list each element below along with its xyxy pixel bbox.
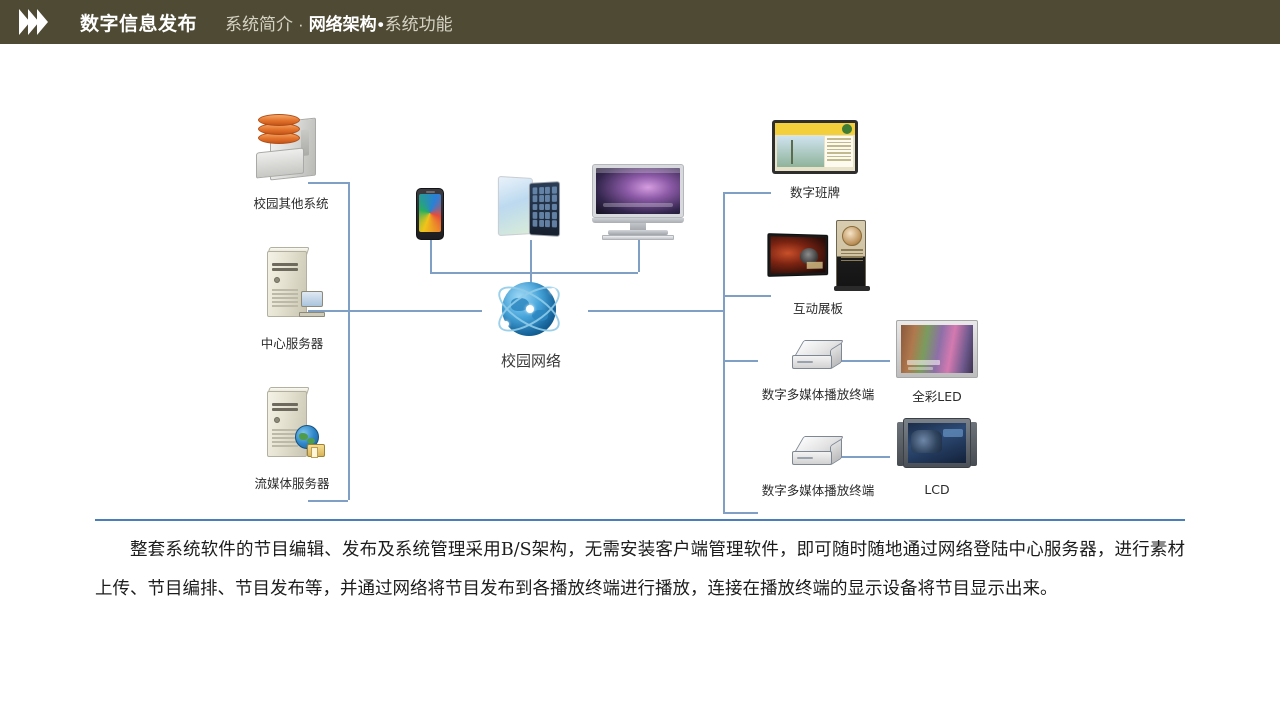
media-player-box-icon [792,436,844,474]
horizontal-divider [95,519,1185,521]
connector-terminal-3 [723,360,758,362]
interactive-display-board-icon [767,220,870,292]
led-panel-icon [896,320,978,378]
connector-center-to-right [588,310,723,312]
terminal-label-interactive-board: 互动展板 [792,301,843,316]
body-paragraph: 整套系统软件的节目编辑、发布及系统管理采用B/S架构，无需安装客户端管理软件，即… [95,540,1185,599]
source-label-central-server: 中心服务器 [260,336,324,351]
source-node-streaming-server[interactable]: 流媒体服务器 [236,387,348,492]
tower-server-globe-icon [259,387,325,463]
connector-source-2 [308,310,348,312]
source-label-campus-systems: 校园其他系统 [253,196,329,211]
globe-network-icon [491,272,567,346]
smartphone-icon [416,188,444,240]
nav-item-architecture[interactable]: 网络架构 [308,14,377,34]
display-node-led[interactable]: 全彩LED [896,320,978,405]
center-label-campus-network: 校园网络 [500,353,561,370]
connector-client-bus [430,272,638,274]
connector-player1-to-led [818,360,890,362]
lcd-panel-icon [897,416,977,474]
connector-left-to-center [348,310,482,312]
connector-terminal-4 [723,512,758,514]
imac-desktop-icon [592,164,684,240]
display-label-led: 全彩LED [912,389,962,404]
terminal-node-media-player-1[interactable]: 数字多媒体播放终端 [742,340,894,403]
source-node-campus-systems[interactable]: 校园其他系统 [236,112,346,212]
connector-player2-to-lcd [818,456,890,458]
center-node-campus-network[interactable]: 校园网络 [491,272,570,371]
nav-item-functions[interactable]: 系统功能 [384,14,453,34]
display-node-lcd[interactable]: LCD [897,416,977,497]
connector-left-bus [348,182,350,500]
database-server-icon [252,112,330,182]
connector-client-tablet [530,240,532,272]
terminal-node-interactive-board[interactable]: 互动展板 [767,220,870,317]
breadcrumb: 系统简介 · 网络架构 • 系统功能 [225,10,453,35]
terminal-node-media-player-2[interactable]: 数字多媒体播放终端 [742,436,894,499]
client-node-imac[interactable] [592,164,684,240]
connector-right-bus-lower [723,456,725,512]
triple-chevron-icon [0,0,70,44]
connector-terminal-2 [723,295,771,297]
nav-separator-2: • [377,14,384,34]
terminal-label-class-board: 数字班牌 [789,185,840,200]
client-node-smartphone[interactable] [416,188,444,240]
tower-server-monitor-icon [259,247,325,323]
connector-source-3 [308,500,348,502]
connector-terminal-1 [723,192,771,194]
terminal-label-media-player-2: 数字多媒体播放终端 [761,483,875,498]
nav-separator-1: · [298,14,304,34]
terminal-label-media-player-1: 数字多媒体播放终端 [761,387,875,402]
network-architecture-diagram: 校园其他系统 中心服务器 [0,44,1280,514]
connector-client-phone [430,240,432,272]
page-title: 数字信息发布 [80,13,198,35]
tablet-pair-icon [497,175,564,239]
client-node-tablet[interactable] [497,175,564,239]
digital-class-board-icon [772,120,858,174]
connector-source-1 [308,182,348,184]
display-label-lcd: LCD [924,482,950,497]
nav-item-intro[interactable]: 系统简介 [225,14,294,34]
connector-client-imac [638,240,640,272]
media-player-box-icon [792,340,844,378]
source-node-central-server[interactable]: 中心服务器 [240,247,344,352]
connector-right-bus [723,192,725,512]
source-label-streaming-server: 流媒体服务器 [254,476,330,491]
header-bar: 数字信息发布 系统简介 · 网络架构 • 系统功能 [0,0,1280,44]
terminal-node-class-board[interactable]: 数字班牌 [772,120,858,201]
